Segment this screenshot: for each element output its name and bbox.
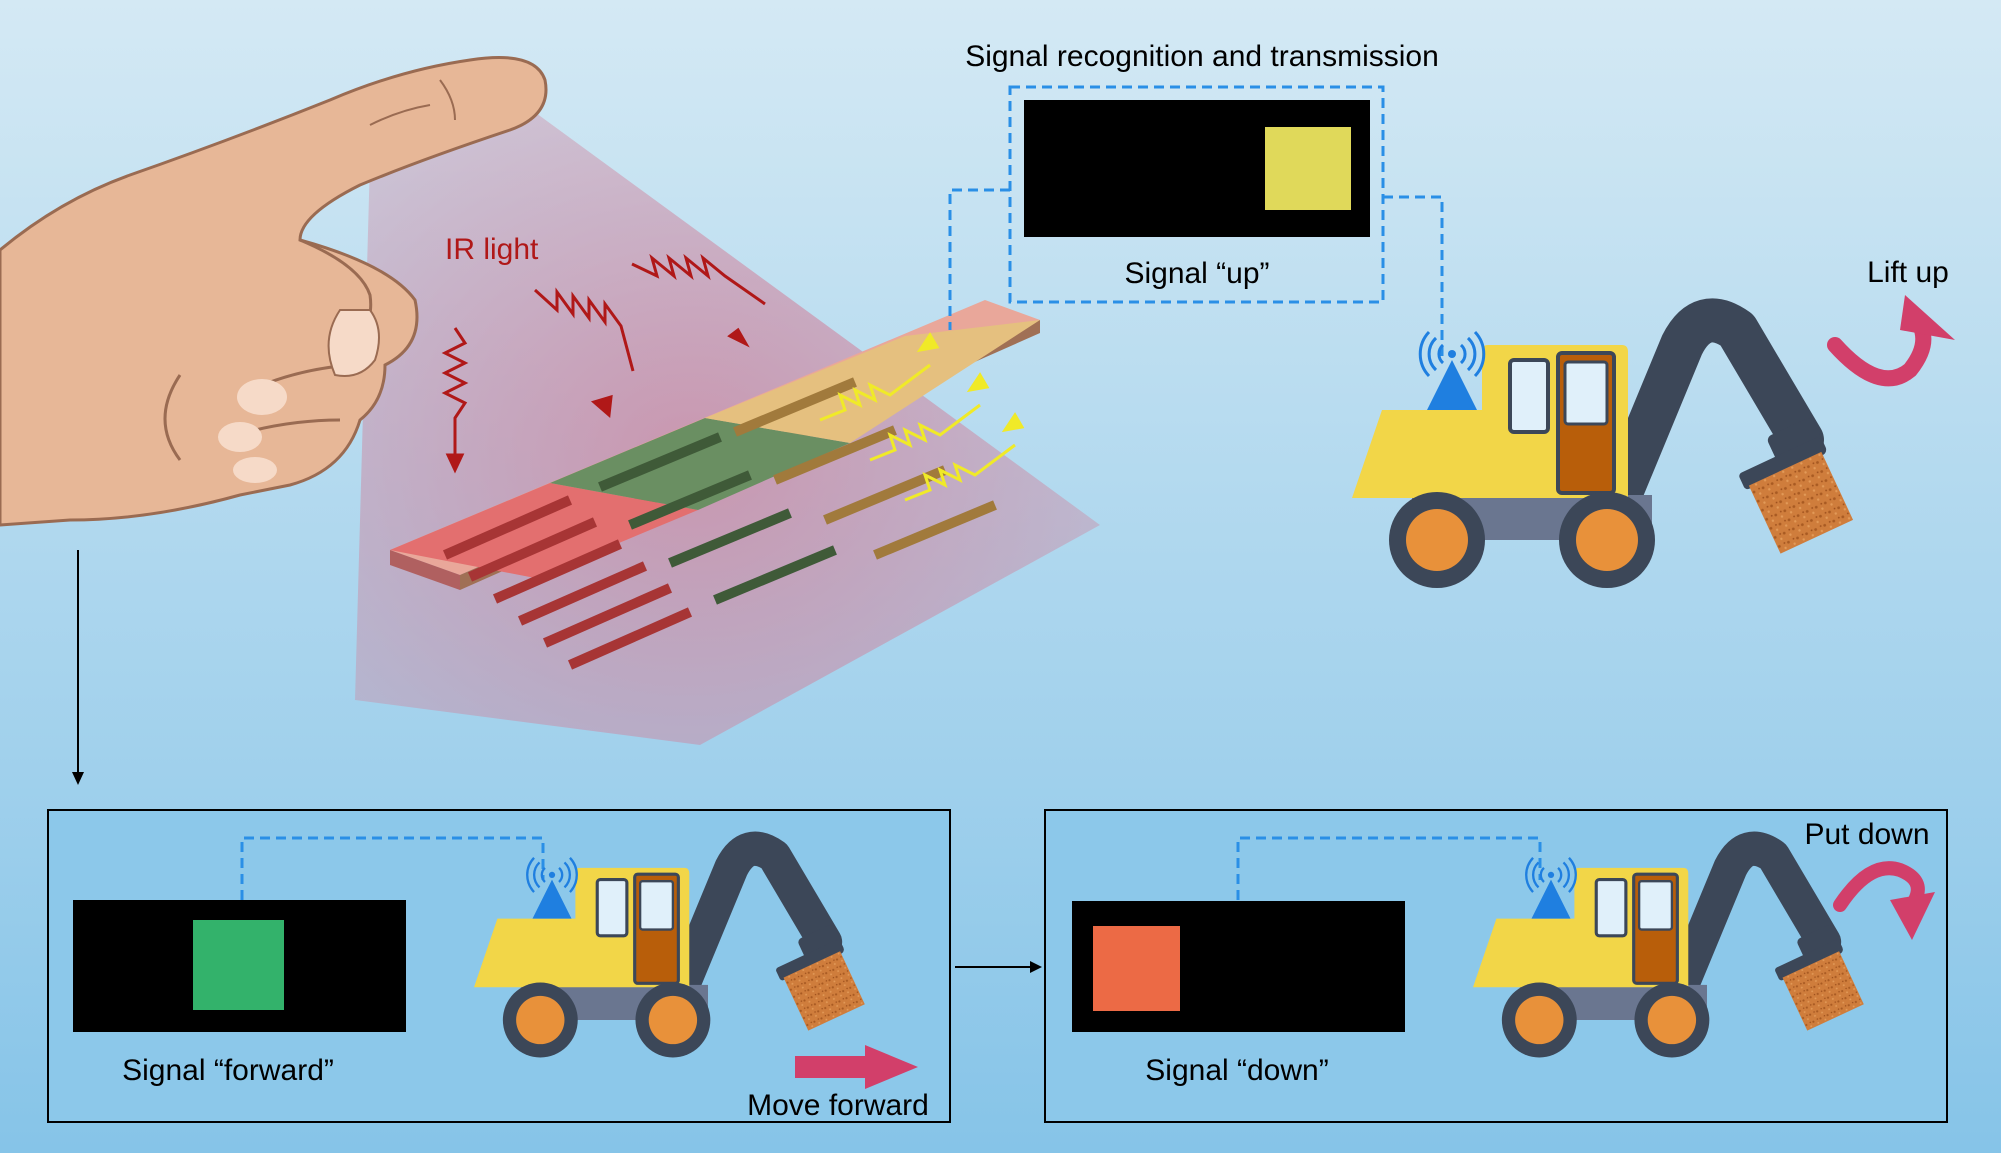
emission-arrows bbox=[819, 332, 1025, 502]
lift-up-label: Lift up bbox=[1867, 256, 1949, 289]
hand-icon bbox=[0, 56, 548, 527]
signal-forward-label: Signal “forward” bbox=[122, 1054, 334, 1087]
ir-sensor-device bbox=[390, 300, 1040, 670]
move-forward-arrow-icon bbox=[795, 1045, 918, 1089]
flow-arrow-right bbox=[955, 961, 1042, 973]
signal-recognition-label: Signal recognition and transmission bbox=[965, 40, 1439, 73]
ir-arrows bbox=[441, 253, 766, 474]
lift-up-arrow-icon bbox=[1827, 295, 1955, 387]
signal-up-label: Signal “up” bbox=[1124, 257, 1269, 290]
move-forward-label: Move forward bbox=[747, 1089, 929, 1122]
put-down-arrow-icon bbox=[1833, 861, 1935, 940]
flow-arrow-down bbox=[72, 550, 84, 785]
signal-recognition-box bbox=[1008, 85, 1385, 304]
ir-light-label: IR light bbox=[445, 233, 539, 266]
signal-line-forward bbox=[240, 836, 545, 900]
signal-line-down bbox=[1236, 836, 1542, 900]
signal-line-to-device bbox=[948, 188, 1010, 330]
signal-down-square bbox=[1093, 926, 1180, 1011]
signal-up-square bbox=[1265, 127, 1351, 210]
signal-line-to-excavator bbox=[1383, 195, 1444, 360]
signal-forward-square bbox=[193, 920, 284, 1010]
put-down-label: Put down bbox=[1804, 818, 1929, 851]
signal-down-label: Signal “down” bbox=[1145, 1054, 1328, 1087]
